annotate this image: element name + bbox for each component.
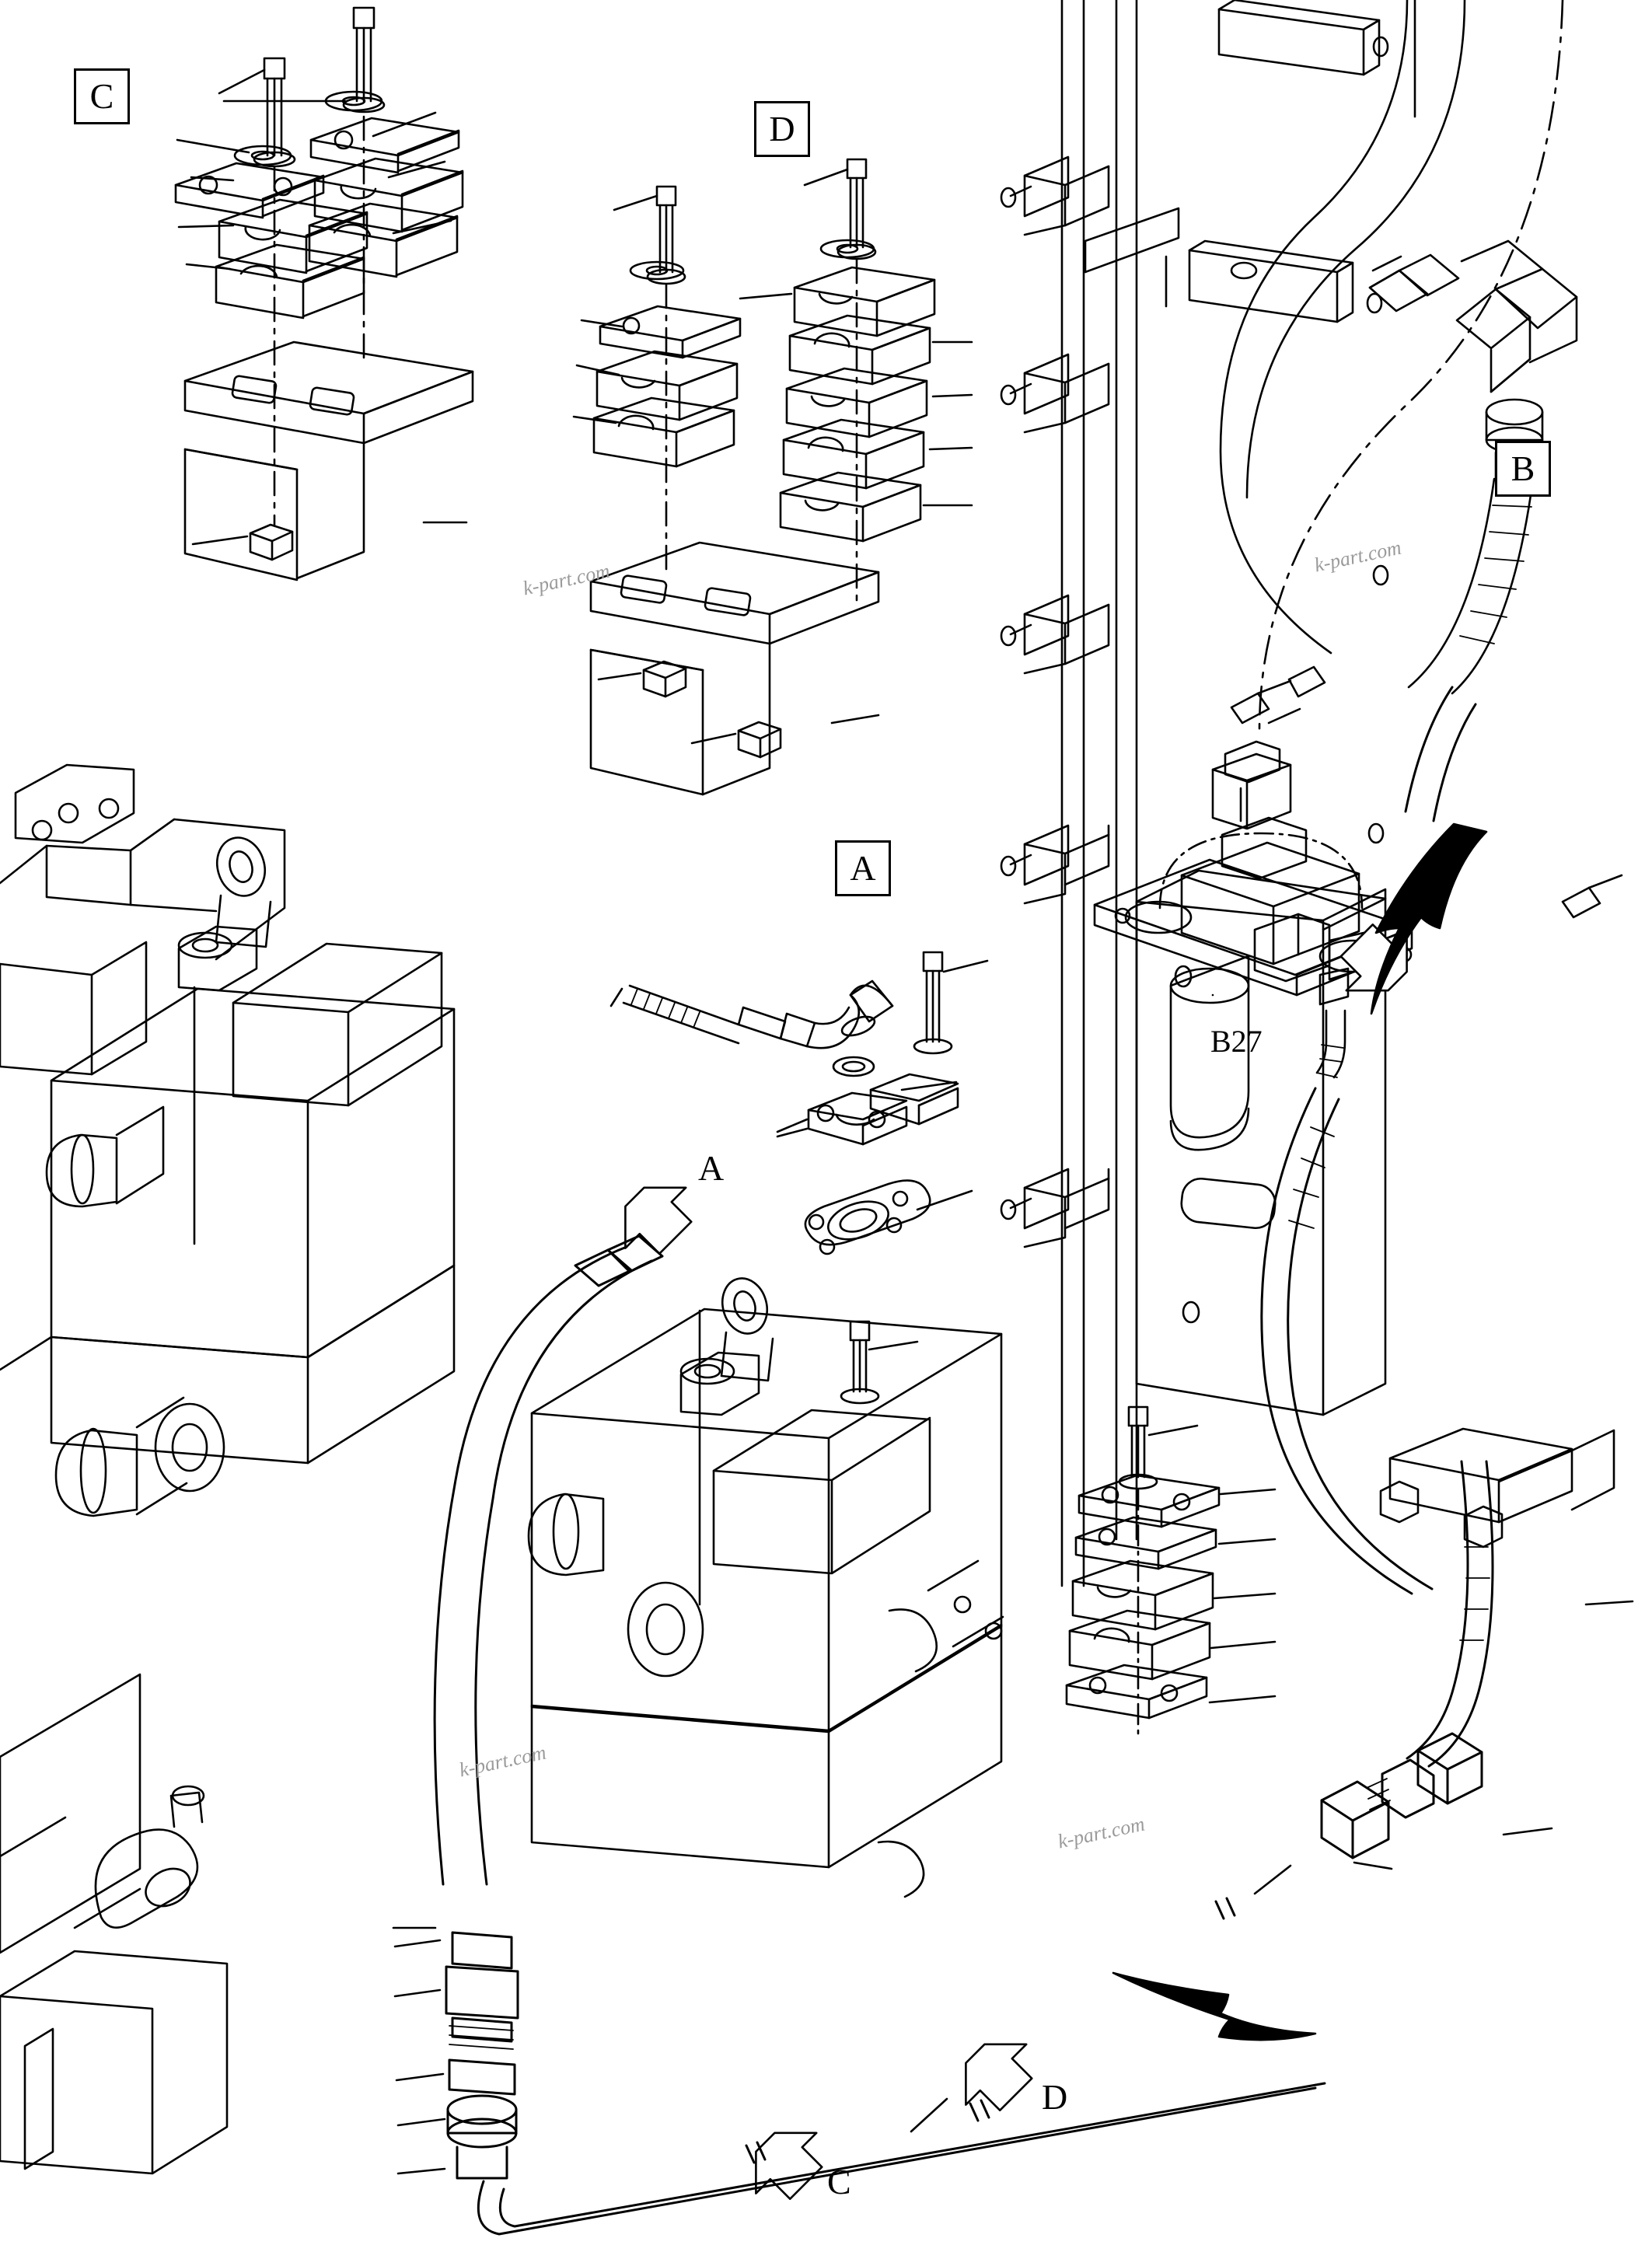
- bottom-clamp-stack: [1065, 1405, 1634, 1870]
- arrow-label-b: B: [1422, 849, 1446, 889]
- detail-box-d-label: D: [769, 109, 795, 148]
- detail-box-c-label: C: [89, 76, 114, 116]
- detail-b-group: [1368, 239, 1578, 695]
- detail-box-b: B: [1495, 441, 1551, 497]
- right-frame-group: [1000, 0, 1623, 1587]
- detail-box-a: A: [835, 840, 891, 896]
- arrow-label-c: C: [827, 2162, 851, 2201]
- arrow-label-d: D: [1042, 2077, 1068, 2117]
- detail-box-a-label: A: [850, 848, 876, 888]
- machine-pumps-group: [0, 763, 1004, 2175]
- detail-box-c: C: [74, 68, 130, 124]
- detail-box-d: D: [754, 101, 810, 157]
- detail-a-group: [609, 951, 989, 1405]
- callout-arrows: [624, 924, 1408, 2200]
- part-label-b27: B27: [1210, 1024, 1263, 1059]
- hydraulic-lines-group: [433, 686, 1494, 2236]
- detail-c-group: [174, 6, 474, 581]
- arrow-label-a: A: [698, 1148, 725, 1188]
- detail-d-group: [572, 158, 973, 796]
- detail-box-b-label: B: [1511, 449, 1535, 488]
